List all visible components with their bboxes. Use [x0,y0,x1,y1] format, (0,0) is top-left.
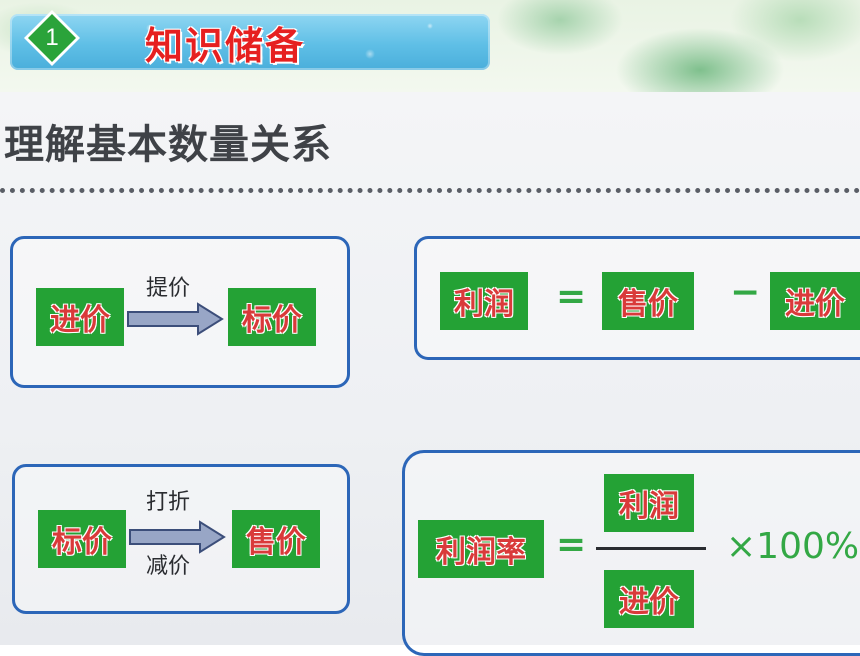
arrow-right-icon [127,302,224,336]
discount-label: 打折 [146,490,191,515]
profit-rate-box: 利润率 [418,520,544,578]
dotted-divider [0,188,860,193]
selling-price-box: 售价 [602,272,694,330]
profit-box: 利润 [440,272,528,330]
equals-sign: = [556,524,587,565]
numerator-profit-box: 利润 [604,474,694,532]
fraction-bar [596,547,706,550]
markup-label: 提价 [146,276,191,301]
number-diamond-icon [22,8,82,68]
arrow-right-icon [129,520,226,554]
section-number: 1 [45,24,59,51]
reduce-price-label: 减价 [146,554,191,579]
times-hundred-percent: ×100% [726,526,860,567]
cost-price-box: 进价 [36,288,124,346]
top-banner: 1 知识储备 [0,0,860,92]
marked-price-box: 标价 [38,510,126,568]
section-title: 知识储备 [145,23,306,68]
denominator-cost-box: 进价 [604,570,694,628]
cost-price-box: 进价 [770,272,860,330]
slide-photo: 理解基本数量关系 进价 提价 标价 利润 = 售价 − 进价 标价 打折 减价 … [0,92,860,656]
selling-price-box: 售价 [232,510,320,568]
minus-sign: − [730,272,761,313]
marked-price-box: 标价 [228,288,316,346]
slide-heading: 理解基本数量关系 [4,122,332,168]
equals-sign: = [556,276,587,317]
title-bar [10,14,490,70]
